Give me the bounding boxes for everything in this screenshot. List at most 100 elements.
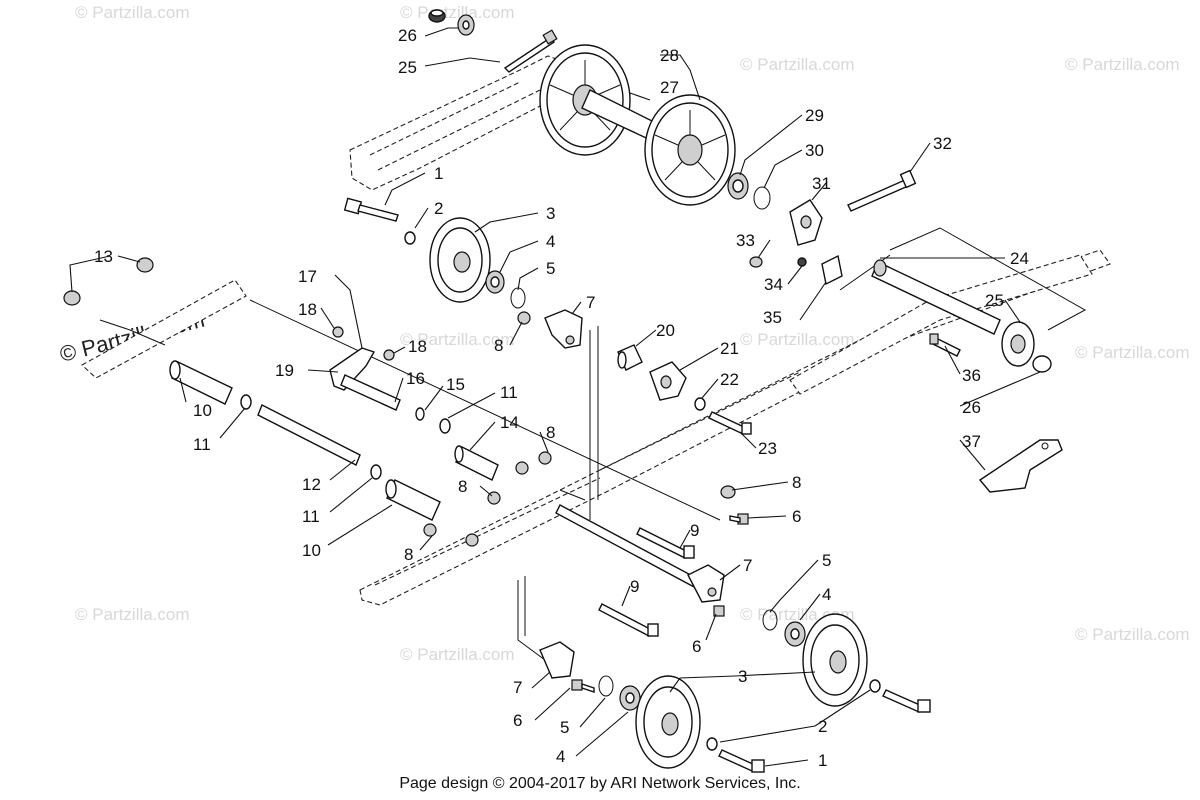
callout-25-right: 25 xyxy=(985,291,1004,310)
bolt-part-6-b xyxy=(713,605,725,617)
bracket-part-7-mid xyxy=(687,564,725,603)
callout-34: 34 xyxy=(764,275,783,294)
bolt-part-1-bottom xyxy=(718,749,765,773)
washer-part-2-right xyxy=(869,679,881,693)
assembly-lines xyxy=(99,227,1087,661)
callout-8-mid: 8 xyxy=(546,423,555,442)
watermark-text: © Partzilla.com xyxy=(740,55,855,74)
watermark-text: © Partzilla.com xyxy=(740,330,855,349)
callout-13: 13 xyxy=(94,247,113,266)
axle-shaft-part-24 xyxy=(871,259,1001,335)
callout-4-bottom: 4 xyxy=(556,747,565,766)
callout-32: 32 xyxy=(933,134,952,153)
callout-11-mid: 11 xyxy=(500,383,518,402)
callout-6-top: 6 xyxy=(792,507,801,526)
callout-35: 35 xyxy=(763,308,782,327)
callout-15: 15 xyxy=(446,375,465,394)
bushing-part-20 xyxy=(617,344,643,371)
washer-part-25 xyxy=(457,14,475,36)
callout-5-bottom: 5 xyxy=(560,718,569,737)
bolt-part-6-a xyxy=(729,513,749,525)
callout-22: 22 xyxy=(720,370,739,389)
shaft-part-16 xyxy=(340,374,401,411)
callout-14: 14 xyxy=(500,413,519,432)
nut-part-33 xyxy=(749,256,763,268)
callout-20: 20 xyxy=(656,321,675,340)
nut-part-8-a xyxy=(517,311,531,325)
left-rail-segment xyxy=(81,279,247,379)
rod-part-12 xyxy=(257,404,361,466)
nut-part-18-b xyxy=(383,349,395,361)
bolt-part-6-c xyxy=(571,679,595,693)
callout-8-left: 8 xyxy=(458,477,467,496)
watermark-text: © Partzilla.com xyxy=(75,605,190,624)
ring-part-11-a xyxy=(439,418,451,434)
callout-4-right: 4 xyxy=(822,585,831,604)
idler-wheel-part-3-bottom xyxy=(635,675,701,769)
bearing-part-4-bottom xyxy=(619,685,641,711)
tube-part-10-top xyxy=(169,360,233,405)
callout-9-top: 9 xyxy=(690,521,699,540)
bolt-part-1-right xyxy=(882,689,931,713)
callout-11-bottom: 11 xyxy=(302,507,320,526)
cap-part-13-b xyxy=(63,290,81,306)
callout-30: 30 xyxy=(805,141,824,160)
large-idler-wheel-28-right xyxy=(644,94,736,206)
long-bolt-part-32 xyxy=(847,169,917,212)
callout-16: 16 xyxy=(406,369,425,388)
ring-part-11-b xyxy=(240,394,252,410)
idler-wheel-part-3-top xyxy=(429,217,491,303)
snap-ring-part-5-top xyxy=(510,287,526,309)
watermark-text: © Partzilla.com xyxy=(1075,343,1190,362)
idler-wheel-part-3-right xyxy=(802,613,868,707)
callout-10-top: 10 xyxy=(193,401,212,420)
snap-ring-part-5-bottom xyxy=(598,675,614,697)
tube-part-10-bottom xyxy=(385,479,441,521)
bracket-part-7-bottom xyxy=(539,641,575,679)
watermark-text: © Partzilla.com xyxy=(400,3,515,22)
callout-6-mid: 6 xyxy=(692,637,701,656)
watermark-text: © Partzilla.com xyxy=(1075,625,1190,644)
bracket-plate-part-37 xyxy=(978,439,1063,493)
callout-10-bottom: 10 xyxy=(302,541,321,560)
watermark-text: © Partzilla.com xyxy=(1065,55,1180,74)
bracket-part-7-top xyxy=(544,309,583,349)
bolt-part-23 xyxy=(708,411,752,435)
cap-part-13-a xyxy=(136,257,154,273)
hub-part-25 xyxy=(1001,321,1035,367)
washer-part-22 xyxy=(694,397,706,411)
callout-8-right: 8 xyxy=(792,473,801,492)
callout-37: 37 xyxy=(962,432,981,451)
bearing-part-4-right xyxy=(784,621,806,647)
bearing-part-4-top xyxy=(485,270,505,294)
spacer-part-15 xyxy=(415,407,425,421)
bearing-part-29 xyxy=(727,172,749,200)
long-bolt-part-9-b xyxy=(598,603,659,637)
callout-21: 21 xyxy=(720,339,739,358)
callout-2-bottom: 2 xyxy=(818,717,827,736)
callout-26-top: 26 xyxy=(398,26,417,45)
callout-numbers: 26 25 28 27 29 30 31 32 1 2 3 4 5 33 34 … xyxy=(94,26,1029,770)
callout-9-bottom: 9 xyxy=(630,577,639,596)
callout-18-left: 18 xyxy=(298,300,317,319)
callout-5-right: 5 xyxy=(822,551,831,570)
callout-18-right: 18 xyxy=(408,337,427,356)
bracket-part-35 xyxy=(821,254,843,286)
callout-2-top: 2 xyxy=(434,199,443,218)
callout-11-left: 11 xyxy=(193,435,211,454)
callout-8-top: 8 xyxy=(494,336,503,355)
snap-ring-part-5-right xyxy=(762,609,778,631)
leader-lines xyxy=(69,27,1041,767)
washer-part-34 xyxy=(797,257,807,267)
nut-part-26 xyxy=(428,9,446,23)
watermark-text: © Partzilla.com xyxy=(400,330,515,349)
footer-copyright: Page design © 2004-2017 by ARI Network S… xyxy=(399,775,800,792)
callout-7-mid: 7 xyxy=(743,556,752,575)
callout-12: 12 xyxy=(302,475,321,494)
callout-29: 29 xyxy=(805,106,824,125)
ring-part-11-c xyxy=(370,464,382,480)
bolt-part-36 xyxy=(929,333,961,357)
callout-6-bottom: 6 xyxy=(513,711,522,730)
cap-part-26 xyxy=(1032,355,1052,373)
callout-24: 24 xyxy=(1010,249,1029,268)
